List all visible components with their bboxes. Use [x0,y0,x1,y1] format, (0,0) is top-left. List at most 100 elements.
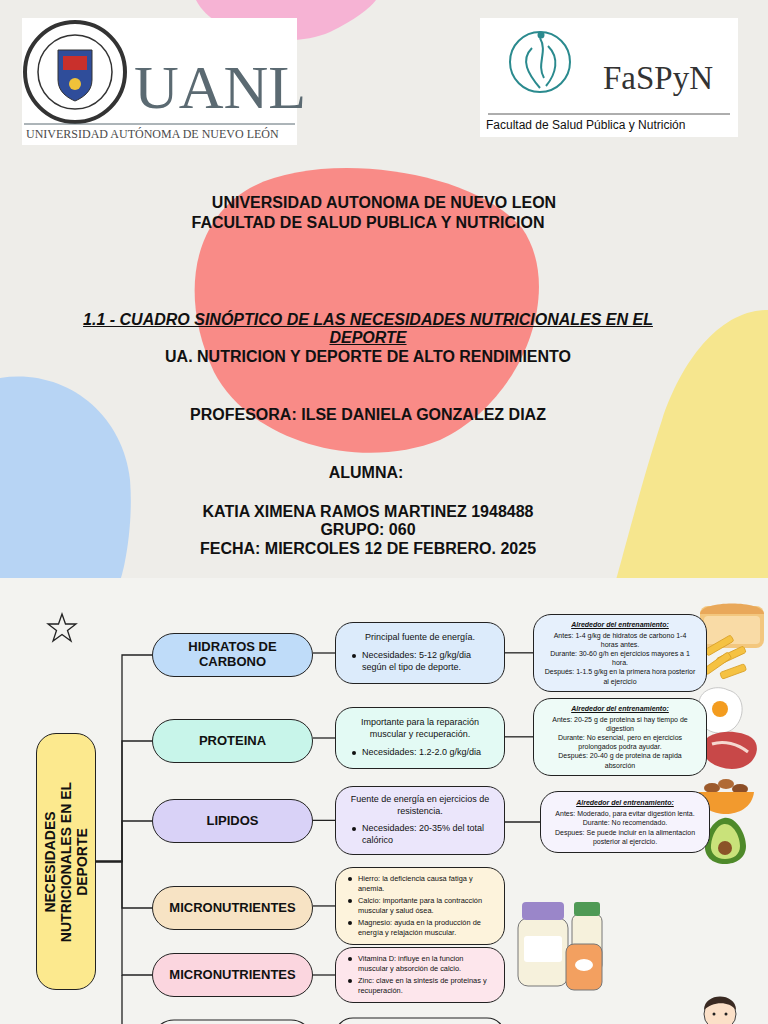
list-box: Hierro: la deficiencia causa fatiga y an… [335,867,505,945]
chart-continuation [335,1018,505,1024]
node-heading: LIPIDOS [167,814,298,829]
logo-text: Facultad de Salud Pública y Nutrición [486,119,736,133]
node-heading: HIDRATOS DE CARBONO [167,640,298,670]
node-heading: Importante para la reparación muscular y… [350,717,490,740]
category-box: MICRONUTRIENTES [152,886,313,930]
avocado-icon [705,818,746,864]
steak-icon [712,742,748,752]
faspyn-logo [526,38,555,88]
description-box: Fuente de energía en ejercicios de resis… [335,786,505,855]
node-text: Antes: 1-4 g/kg de hidratos de carbono 1… [544,631,696,649]
node-heading: Vitamina D: influye en la funcion muscul… [346,954,494,974]
header-text: GRUPO: 060 [98,521,638,539]
supplement-bottles [566,944,602,990]
faspyn-logo [480,18,738,137]
supplement-bottles [518,918,568,986]
node-text: Antes: Moderado, para evitar digestión l… [551,809,699,818]
node-heading: Alrededor del entrenamiento: [544,704,696,713]
connector-line [313,974,335,975]
node-text: Necesidades: 20-35% del total calórico [350,823,490,846]
main-band: NECESIDADES NUTRICIONALES EN EL DEPORTE [36,733,96,990]
logo-text: UNIVERSIDAD AUTÓNOMA DE NUEVO LEÓN [26,128,298,142]
cover-ground [0,0,768,580]
node-text: Durante: 30-60 g/h en ejercicios mayores… [544,649,696,667]
node-text: Magnesio: ayuda en la producción de ener… [346,918,494,938]
header-text: UNIVERSIDAD AUTONOMA DE NUEVO LEON [134,194,634,212]
star-doodle [48,614,76,641]
pasta-icon [703,635,747,679]
node-heading: MICRONUTRIENTES [167,901,298,916]
child-figure [704,997,736,1024]
connector-line [313,737,335,738]
node-heading: Alrededor del entrenamiento: [544,620,696,629]
category-box: PROTEINA [152,719,313,763]
steak-icon [702,732,757,769]
node-text: Después: 1-1.5 g/kg en la primera hora p… [544,667,696,685]
child-figure [704,997,736,1011]
header-text: KATIA XIMENA RAMOS MARTINEZ 1948488 [98,503,638,521]
faspyn-logo [510,32,570,92]
connector-line [505,821,540,822]
header-text: ALUMNA: [116,464,616,482]
uanl-logo [24,124,295,125]
yellow-blob [616,310,768,580]
uanl-logo [38,35,112,109]
node-text: Durante: No recomendado. [551,818,699,827]
node-text: Necesidades: 1.2-2.0 g/kg/dia [350,747,490,759]
steak-icon [702,732,757,769]
detail-box: Alrededor del entrenamiento: Antes: 1-4 g… [533,614,707,692]
node-text: Calcio: importante para la contracción m… [346,896,494,916]
faspyn-logo [480,18,738,137]
category-box: MICRONUTRIENTES [152,953,313,997]
detail-box: Alrededor del entrenamiento: Antes: 20-25… [533,698,707,776]
node-heading: Alrededor del entrenamiento: [551,798,699,807]
header-text: UA. NUTRICION Y DEPORTE DE ALTO RENDIMIE… [98,348,638,366]
pasta-icon [720,664,747,679]
category-box: HIDRATOS DE CARBONO [152,633,313,677]
logo-text: UANL [134,52,299,123]
logo-text: FaSPyN [603,60,735,98]
title-text: 1.1 - CUADRO SINÓPTICO DE LAS NECESIDADE… [78,311,658,348]
node-heading: MICRONUTRIENTES [167,968,298,983]
supplement-bottles [522,902,564,920]
header-text: PROFESORA: ILSE DANIELA GONZALEZ DIAZ [98,406,638,424]
connector-line [313,652,335,653]
node-text: Después: 20-40 g de proteina de rapida a… [544,751,696,769]
connector-line [96,655,152,862]
category-box: LIPIDOS [152,799,313,843]
egg-icon [712,701,728,717]
connector-line [96,862,152,976]
description-box: Principal fuente de energía.Necesidades:… [335,622,505,684]
connector-line [313,905,335,906]
connector-line [96,862,152,909]
node-heading: Principal fuente de energía. [350,632,490,644]
connector-line [96,741,152,862]
node-text: Antes: 20-25 g de proteina si hay tiempo… [544,715,696,733]
node-text: Despues: Se puede incluir en la alimenta… [551,828,699,846]
avocado-icon [705,818,746,864]
faspyn-logo [488,114,730,115]
description-box: Importante para la reparación muscular y… [335,707,505,769]
node-heading: Fuente de energía en ejercicios de resis… [350,794,490,817]
bracket-continuation [122,975,152,1024]
child-figure [725,1013,728,1016]
connector-line [96,821,152,862]
node-text: Zinc: clave en la sintesis de proteinas … [346,976,494,996]
supplement-bottles [518,902,602,990]
node-heading: Hierro: la deficiencia causa fatiga y an… [346,874,494,894]
supplement-bottles [524,936,562,962]
connector-line [313,820,335,821]
chart-continuation [152,1020,313,1024]
list-box: Vitamina D: influye en la funcion muscul… [335,947,505,1003]
detail-box: Alrededor del entrenamiento: Antes: Moder… [540,791,710,853]
bread-icon [700,604,764,615]
avocado-icon [711,824,740,859]
header-text: FECHA: MIERCOLES 12 DE FEBRERO. 2025 [88,540,648,558]
uanl-logo [63,56,87,70]
chart-ground [0,578,768,1024]
chart-continuation [152,1018,505,1024]
connector-line [505,652,533,653]
blue-blob [0,377,131,580]
